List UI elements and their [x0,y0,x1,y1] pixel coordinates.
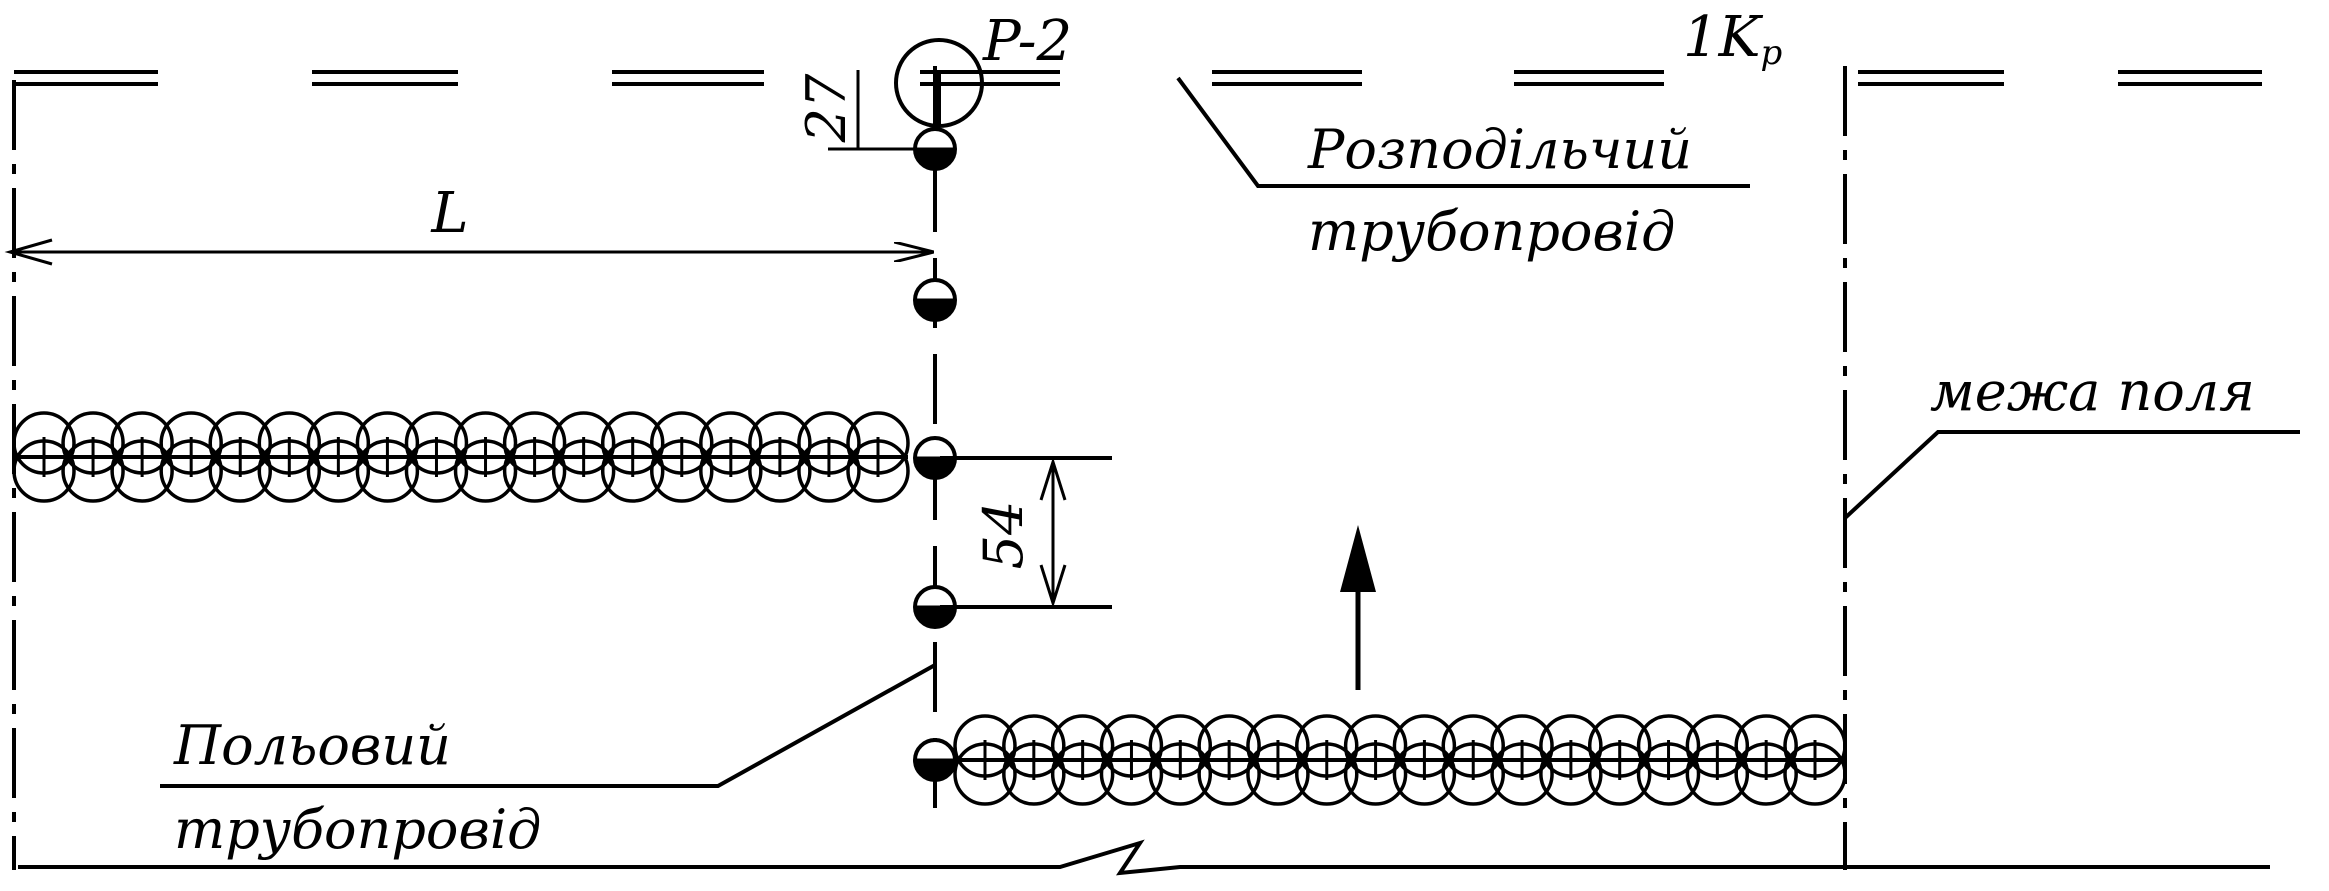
distribution-pipe-label-2: трубопровід [1308,200,1675,263]
hydrant-marker [913,436,957,480]
field-pipe-leader [160,663,936,788]
spacing-arrow-bottom [1039,564,1067,608]
hydrants-group [913,127,957,782]
hydrant-marker [913,738,957,782]
distribution-pipe-leader [1176,76,1750,188]
length-arrow-left [4,238,53,266]
offset-label: 27 [795,73,858,143]
field-boundary-leader [1843,430,2300,520]
field-pipe-label-1: Польовий [173,714,451,777]
hydrant-p2-circle [894,38,984,128]
length-label: L [430,181,468,246]
hydrant-marker [913,127,957,171]
sprinkler-row-upper-left [12,411,910,503]
zone-label: 1Kp [1683,5,1782,73]
zone-label-sub: p [1760,33,1782,73]
zone-label-main: 1K [1683,5,1764,70]
spacing-arrow-top [1039,457,1067,501]
hydrant-label: P-2 [982,9,1072,74]
distribution-pipeline [12,70,2262,100]
spacing-label: 54 [972,501,1035,570]
hydrant-marker [913,278,957,322]
movement-direction-arrowhead [1340,525,1376,592]
sprinkler-row-lower-right [953,714,1847,806]
field-pipe-label-2: трубопровід [174,798,541,861]
bottom-boundary-line [18,839,2270,876]
distribution-pipe-label-1: Розподільчий [1307,118,1692,181]
field-boundary-label: межа поля [1930,360,2255,423]
